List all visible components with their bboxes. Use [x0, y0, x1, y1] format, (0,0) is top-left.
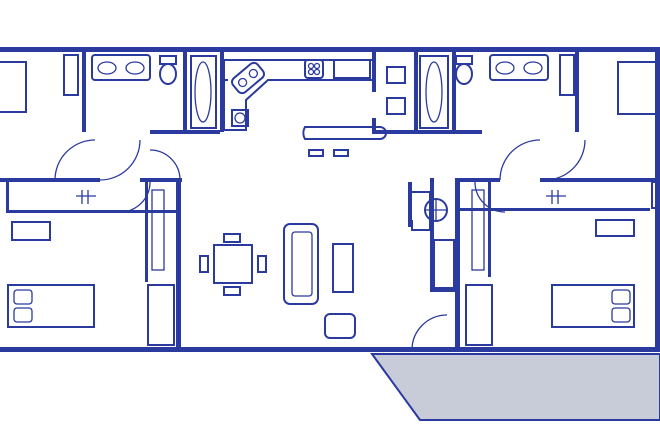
- closet-rod: [471, 189, 485, 271]
- cabinet: [559, 54, 575, 96]
- bar-stool: [333, 149, 349, 157]
- washer-icon: [147, 284, 175, 346]
- left-bedroom: [7, 189, 175, 351]
- living-area: [199, 191, 455, 351]
- armchair-icon: [324, 313, 356, 339]
- doors: [54, 139, 586, 351]
- dining-table-icon: [199, 233, 267, 296]
- cabinet: [63, 54, 79, 96]
- bed-icon: [7, 284, 95, 328]
- sink-icon: [91, 54, 151, 81]
- dresser: [11, 221, 51, 241]
- sink-icon: [489, 54, 549, 81]
- washer-icon: [465, 284, 493, 346]
- stove-icon: [304, 59, 324, 79]
- water-heater-icon: [411, 191, 448, 231]
- bathtub-icon: [419, 55, 449, 129]
- right-bathroom: [419, 54, 660, 129]
- toilet-icon: [455, 55, 473, 65]
- pantry-shelf: [386, 66, 406, 84]
- toilet-icon: [159, 55, 177, 65]
- window: [651, 181, 660, 209]
- right-bedroom: [465, 181, 660, 351]
- closet-rod: [151, 189, 165, 271]
- interior-walls: [0, 52, 655, 350]
- left-bathroom: [63, 54, 217, 129]
- bar-stool: [308, 149, 324, 157]
- patio: [370, 353, 660, 421]
- breakfast-bar: [302, 126, 387, 140]
- kitchen: [223, 59, 406, 157]
- dishwasher: [231, 109, 249, 127]
- sofa-icon: [283, 223, 319, 305]
- bed-icon: [0, 61, 27, 113]
- pantry-shelf: [386, 97, 406, 115]
- closet: [433, 239, 455, 289]
- coffee-table: [332, 243, 354, 293]
- bed-icon: [617, 61, 660, 115]
- sink-icon: [231, 61, 265, 95]
- bathtub-icon: [190, 55, 217, 129]
- counter: [333, 59, 371, 79]
- bed-icon: [551, 284, 635, 328]
- dresser: [595, 219, 635, 237]
